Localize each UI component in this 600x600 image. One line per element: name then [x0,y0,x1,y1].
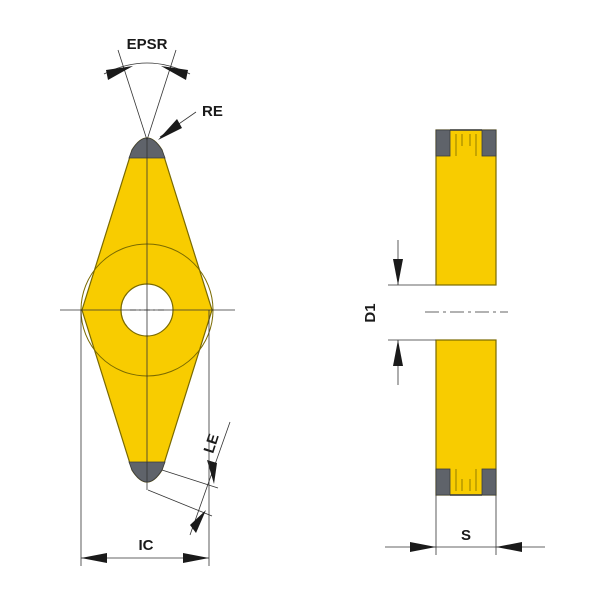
epsr-dimension: EPSR [103,36,191,141]
epsr-extension-left [117,49,148,141]
ic-label: IC [139,537,154,554]
insert-side-view [425,129,508,496]
d1-arrow-bottom [393,340,403,366]
epsr-arrow-right [161,66,188,80]
s-dimension: S [385,495,545,555]
ic-arrow-left [81,553,107,563]
d1-arrow-top [393,259,403,285]
le-dim-line [189,421,231,536]
le-label: LE [201,432,223,455]
epsr-arrow-left [106,66,133,80]
d1-label: D1 [362,303,379,322]
ic-dimension: IC [80,310,210,566]
d1-dimension: D1 [362,240,436,385]
s-arrow-right [496,542,522,552]
s-label: S [461,527,471,544]
side-bottom-coating [435,468,497,496]
ic-arrow-right [183,553,209,563]
epsr-extension-right [146,49,177,141]
insert-front-view [60,137,235,490]
le-arrow-lower [190,510,206,533]
le-extension-lower [147,489,213,517]
epsr-label: EPSR [127,36,168,53]
side-top-coating [435,129,497,157]
re-dimension: RE [158,103,223,140]
s-arrow-left [410,542,436,552]
re-label: RE [202,103,223,120]
re-arrow [158,119,182,140]
le-arrow-upper [207,460,217,484]
